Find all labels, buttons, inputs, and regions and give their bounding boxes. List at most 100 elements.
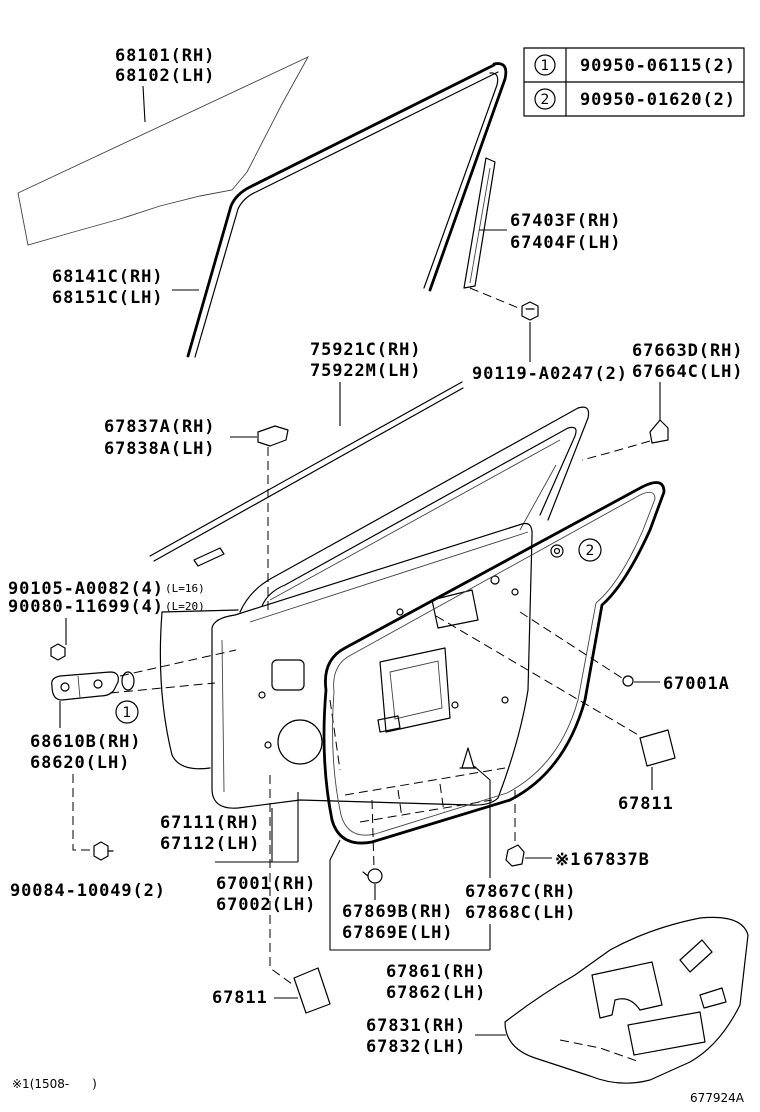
callout-label: 75921C(RH) [310, 340, 421, 360]
clip-icon [649, 419, 669, 444]
callout-label: 68620(LH) [30, 753, 130, 773]
callout-label: 67862(LH) [386, 983, 486, 1003]
callout-label: 67838A(LH) [104, 439, 215, 459]
handle-opening [389, 660, 443, 720]
grommet-icon [550, 544, 564, 558]
callout-label: 67404F(LH) [510, 233, 621, 253]
grommet-icon [553, 547, 561, 555]
callout-label: 68610B(RH) [30, 732, 141, 752]
leader-line [473, 765, 491, 878]
run-channel-strip [194, 71, 499, 358]
fastener-table: 1 90950-06115(2) 2 90950-01620(2) [523, 47, 745, 117]
marker-number: 1 [123, 705, 132, 721]
run-channel [186, 62, 508, 358]
callout-label: 67868C(LH) [465, 903, 576, 923]
cover-cutout [591, 961, 663, 1019]
assembly-line [109, 682, 216, 694]
callout-label: 67403F(RH) [510, 211, 621, 231]
clip-icon [505, 844, 525, 867]
hidden-line [559, 1039, 641, 1063]
door-hinge [77, 675, 81, 699]
callout-label: 67811 [212, 988, 268, 1008]
callout-label: 90119-A0247(2) [472, 364, 628, 384]
door-sash [519, 464, 557, 531]
weatherstrip [322, 481, 666, 845]
hidden-line [439, 783, 445, 813]
callout-label: 67111(RH) [160, 813, 260, 833]
table-ref: 2 [541, 92, 550, 108]
outer-panel-edge [159, 611, 211, 770]
assembly-line [119, 649, 237, 677]
cover-outline [504, 916, 749, 1084]
door-assembly [159, 406, 590, 823]
service-hole [431, 589, 479, 629]
ring-icon [121, 671, 135, 691]
assembly-line [269, 775, 293, 985]
callout-label: 90080-11699(4) [8, 597, 164, 617]
callout-label: 90105-A0082(4) [8, 579, 164, 599]
bolt-icon [50, 643, 66, 661]
door-hinge [51, 671, 119, 701]
cover-cutout [627, 1011, 706, 1056]
callout-label: 67832(LH) [366, 1037, 466, 1057]
callout-label: 67001A [663, 674, 730, 694]
callout-label: 67663D(RH) [632, 341, 743, 361]
marker-number: 2 [586, 543, 595, 559]
bolt-icon [93, 841, 109, 861]
assembly-line [371, 799, 375, 869]
mount-hole [511, 588, 519, 596]
callout-label: 67112(LH) [160, 834, 260, 854]
circled-number-icon [534, 54, 556, 76]
door-inner-panel [249, 531, 529, 623]
assembly-line [469, 287, 522, 310]
bolt-icon [60, 682, 70, 692]
cover-cutout [699, 987, 727, 1009]
speaker-hole [277, 719, 323, 765]
plug-icon [622, 675, 634, 687]
callout-label: 67869B(RH) [342, 902, 453, 922]
mount-hole [501, 696, 509, 704]
bolt-length: (L=16) [165, 582, 205, 595]
pad-icon [639, 729, 676, 767]
circled-number-icon [115, 700, 139, 724]
door-inner-panel [221, 639, 225, 793]
clip-icon [362, 871, 369, 877]
leader-line [142, 85, 146, 123]
callout-label: 67861(RH) [386, 962, 486, 982]
run-channel-strip [186, 63, 496, 358]
belt-molding-end [193, 547, 225, 567]
door-sash [261, 426, 577, 607]
callout-label: 67837A(RH) [104, 417, 215, 437]
door-glass [17, 56, 310, 246]
outer-panel-edge [161, 609, 239, 613]
callout-label: 68141C(RH) [52, 267, 163, 287]
service-hole [377, 715, 401, 733]
circled-number-icon [534, 88, 556, 110]
callout-mark: ※1 [555, 850, 581, 870]
callout-label: 67002(LH) [216, 895, 316, 915]
run-channel-strip [428, 62, 508, 292]
clip-icon [367, 868, 383, 884]
leader-line [329, 839, 490, 951]
callout-label: 68151C(LH) [52, 288, 163, 308]
hidden-line [329, 699, 341, 771]
rear-run-strip [469, 167, 491, 284]
handle-opening [379, 647, 451, 733]
callout-label: 75922M(LH) [310, 361, 421, 381]
mount-hole [451, 701, 459, 709]
hinge-plate [271, 659, 305, 691]
pin-clip-icon [461, 747, 475, 769]
clip-icon [257, 425, 289, 447]
callout-label: 68101(RH) [115, 46, 215, 66]
mount-hole [490, 575, 500, 585]
pad-icon [293, 967, 331, 1014]
run-channel-strip [423, 72, 499, 289]
table-part: 90950-01620(2) [580, 90, 736, 110]
cover-cutout [679, 939, 713, 973]
mount-hole [264, 741, 272, 749]
mount-hole [258, 691, 266, 699]
callout-label: 90084-10049(2) [10, 881, 166, 901]
assembly-line [435, 615, 641, 737]
callout-label: 67831(RH) [366, 1016, 466, 1036]
